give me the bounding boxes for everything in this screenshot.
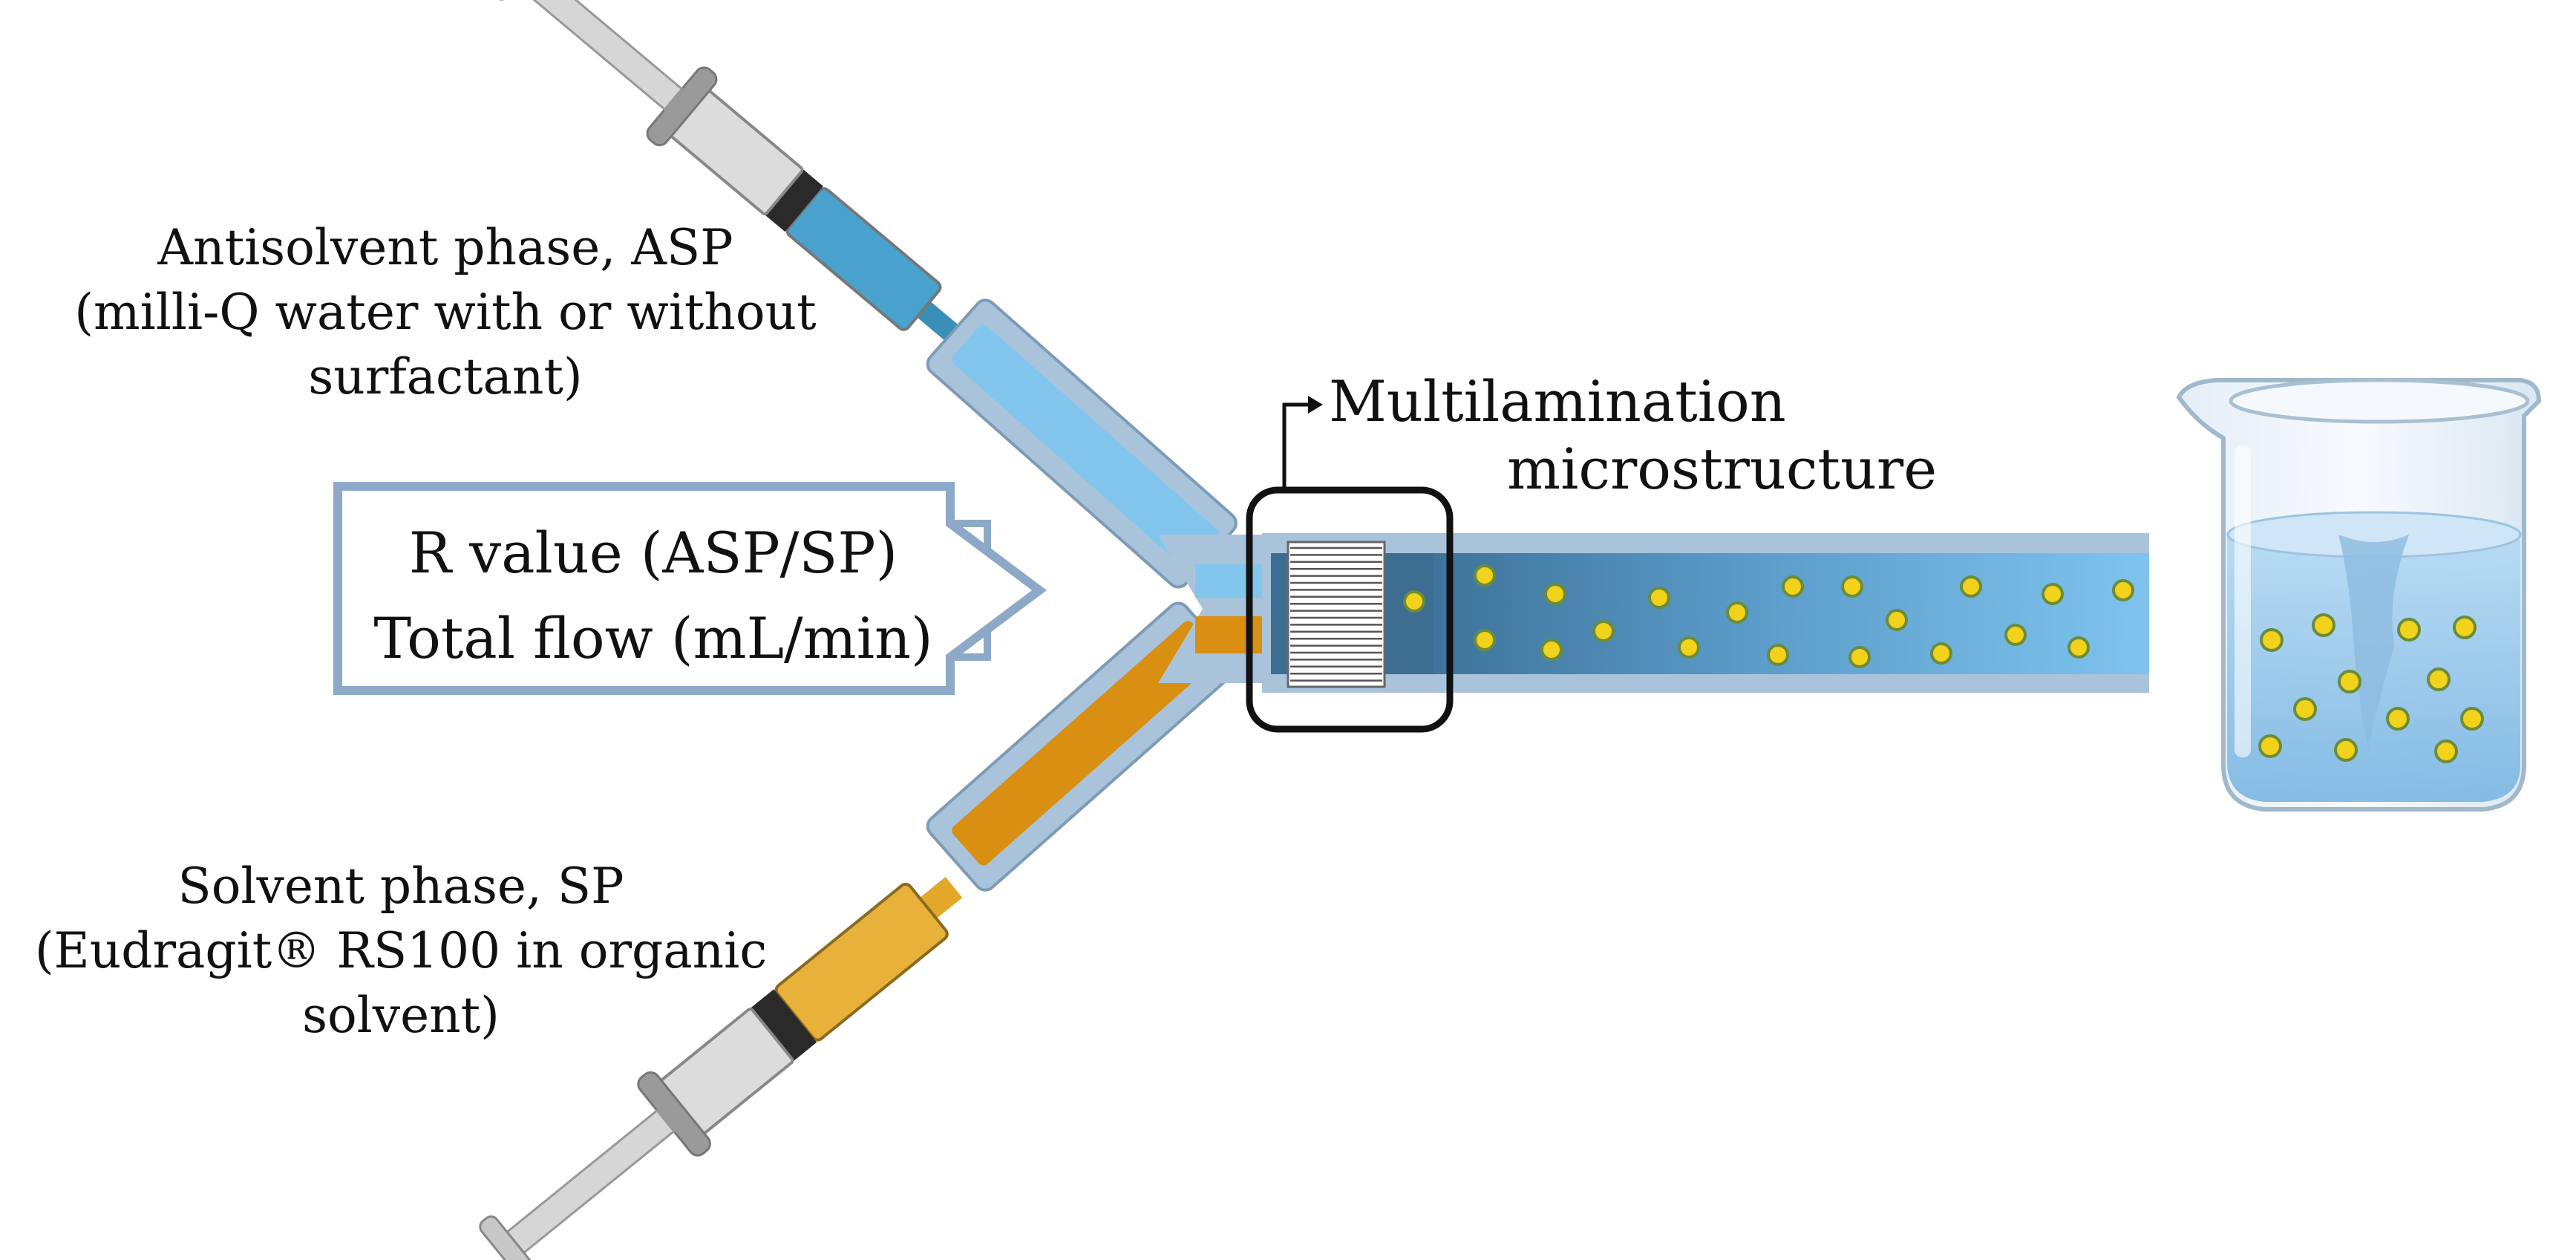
solvent-label-line3: solvent) bbox=[302, 987, 500, 1045]
nanoparticle bbox=[2338, 670, 2361, 693]
nanoparticle bbox=[2386, 707, 2410, 731]
solvent-phase-label: Solvent phase, SP (Eudragit® RS100 in or… bbox=[22, 854, 779, 1048]
nanoparticle bbox=[2067, 636, 2090, 659]
nanoparticle bbox=[1540, 639, 1563, 661]
antisolvent-label-line2: (milli-Q water with or without bbox=[74, 284, 817, 342]
nanoparticle bbox=[2434, 740, 2458, 763]
nanoparticle bbox=[2112, 579, 2134, 601]
nanoparticle bbox=[2460, 707, 2484, 731]
nanoparticle bbox=[2041, 583, 2064, 605]
microstructure-highlight-box bbox=[1246, 486, 1454, 733]
nanoparticle bbox=[1726, 601, 1748, 624]
multilamination-label-line1: Multilamination bbox=[1329, 368, 1786, 434]
nanoparticle bbox=[1403, 590, 1425, 613]
nanoparticle bbox=[1841, 575, 1863, 598]
nanoparticle bbox=[1648, 587, 1670, 609]
nanoparticle bbox=[1544, 583, 1566, 605]
outlet-channel bbox=[1262, 533, 2149, 693]
nanoparticle bbox=[1678, 636, 1700, 659]
nanoparticle bbox=[1767, 644, 1789, 666]
nanoparticle bbox=[2334, 738, 2358, 762]
nanoparticle bbox=[1592, 620, 1615, 642]
channel-nanoparticles bbox=[1403, 564, 2134, 668]
nanoparticle bbox=[1474, 629, 1496, 651]
multilamination-label-line2: microstructure bbox=[1507, 436, 1938, 503]
antisolvent-phase-label: Antisolvent phase, ASP (milli-Q water wi… bbox=[45, 215, 846, 409]
nanoparticle bbox=[1782, 575, 1804, 598]
solvent-label-line2: (Eudragit® RS100 in organic bbox=[34, 922, 768, 980]
total-flow-label: Total flow (mL/min) bbox=[373, 605, 933, 671]
nanoparticle bbox=[2397, 618, 2421, 642]
nanoparticle bbox=[2312, 613, 2335, 637]
nanoparticle bbox=[1886, 609, 1908, 631]
collection-beaker bbox=[2176, 378, 2542, 812]
callout-arrow bbox=[1282, 396, 1323, 490]
r-value-label: R value (ASP/SP) bbox=[408, 520, 898, 586]
nanoparticle bbox=[1474, 564, 1496, 587]
antisolvent-label-line1: Antisolvent phase, ASP bbox=[157, 219, 733, 276]
nanoparticle bbox=[2427, 667, 2451, 691]
lamination-block bbox=[1287, 541, 1386, 688]
parameter-arrow bbox=[333, 482, 1047, 695]
solvent-syringe bbox=[479, 877, 963, 1260]
nanoparticle bbox=[2453, 616, 2477, 639]
solvent-label-line1: Solvent phase, SP bbox=[177, 858, 624, 915]
multilamination-element bbox=[1287, 541, 1386, 688]
antisolvent-label-line3: surfactant) bbox=[308, 348, 583, 406]
nanoparticle bbox=[2258, 734, 2282, 758]
antisolvent-syringe bbox=[489, 0, 964, 346]
nanoparticle bbox=[1848, 646, 1871, 668]
multilamination-label: Multilamination microstructure bbox=[1329, 368, 2145, 503]
nanoparticle bbox=[2260, 628, 2284, 652]
nanoparticle bbox=[2293, 697, 2317, 721]
nanoparticle bbox=[1930, 642, 1952, 665]
beaker-nanoparticles bbox=[2258, 613, 2484, 763]
nanoparticle bbox=[2004, 624, 2027, 646]
nanoparticle bbox=[1960, 575, 1982, 598]
